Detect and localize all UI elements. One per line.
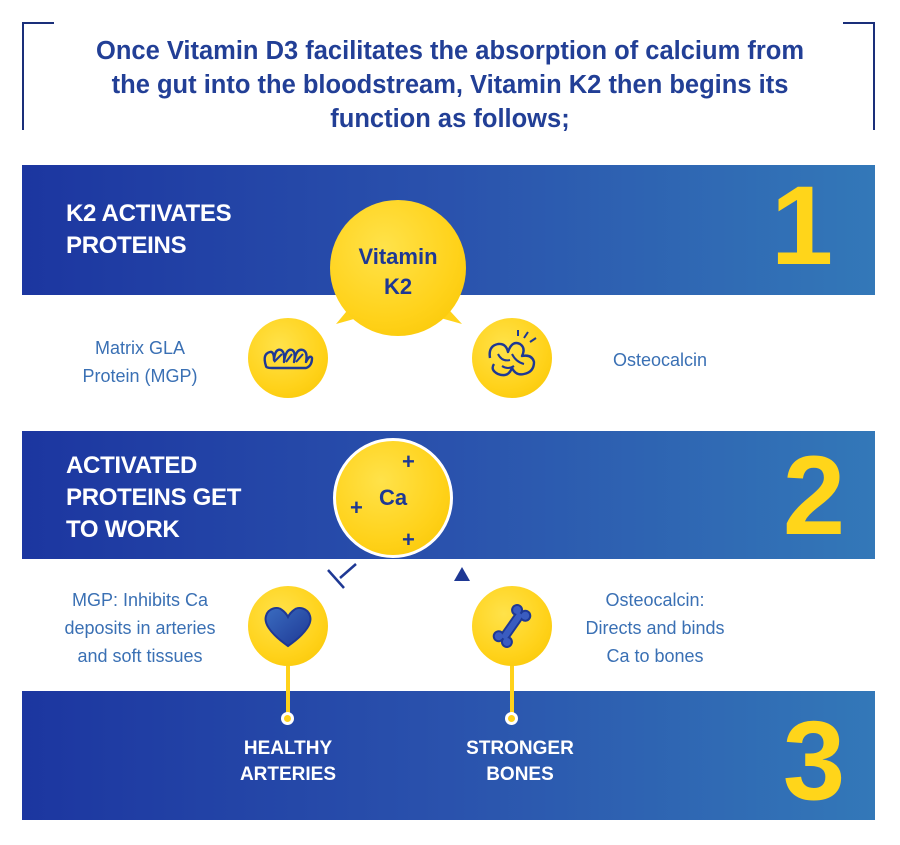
headline-line-1: Once Vitamin D3 facilitates the absorpti… <box>95 37 805 65</box>
plus-icon: + <box>350 495 363 520</box>
step-2-number: 2 <box>782 433 846 558</box>
promote-arrow-icon <box>454 567 470 581</box>
plus-icon: + <box>402 449 415 474</box>
bone-connector-dot <box>505 712 518 725</box>
header-bracket-left <box>22 22 54 130</box>
mgp-function-label: MGP: Inhibits Ca deposits in arteries an… <box>64 590 216 666</box>
mgp-protein-icon <box>248 318 328 398</box>
step-3-number: 3 <box>782 698 846 823</box>
calcium-label: Ca <box>378 485 408 510</box>
vitamin-k2-bubble: Vitamin K2 <box>330 200 466 336</box>
calcium-bubble: Ca + + + <box>333 438 453 558</box>
mgp-label: Matrix GLA Protein (MGP) <box>82 338 198 386</box>
plus-icon: + <box>402 527 415 552</box>
stronger-bones-label: STRONGER BONES <box>466 738 574 785</box>
bone-icon <box>472 586 552 666</box>
header-bracket-right <box>843 22 875 130</box>
headline-line-2: the gut into the bloodstream, Vitamin K2… <box>111 71 789 99</box>
healthy-arteries-label: HEALTHY ARTERIES <box>239 738 337 785</box>
step-1-title: K2 ACTIVATES PROTEINS <box>66 200 232 259</box>
vitamin-k2-label: Vitamin K2 <box>358 244 438 299</box>
osteocalcin-function-label: Osteocalcin: Directs and binds Ca to bon… <box>585 590 725 666</box>
headline: Once Vitamin D3 facilitates the absorpti… <box>50 34 850 136</box>
header-frame <box>22 22 875 130</box>
step-2-title: ACTIVATED PROTEINS GET TO WORK <box>66 452 242 543</box>
heart-icon <box>248 586 328 666</box>
heart-connector <box>286 664 290 716</box>
osteocalcin-protein-icon <box>472 318 552 398</box>
heart-connector-dot <box>281 712 294 725</box>
step-1-number: 1 <box>770 163 834 288</box>
headline-line-3: function as follows; <box>330 105 570 133</box>
osteocalcin-label: Osteocalcin <box>612 350 708 370</box>
bone-connector <box>510 664 514 716</box>
inhibit-arrow-icon <box>327 563 357 589</box>
step-3-band <box>22 691 875 820</box>
